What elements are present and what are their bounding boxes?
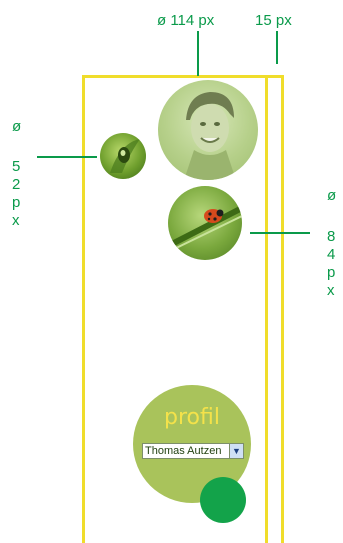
profile-select-value: Thomas Autzen [145, 445, 222, 457]
top-diameter-leader [197, 31, 199, 76]
top-diameter-annotation: ø 114 px [157, 12, 215, 29]
profile-title: profil [164, 405, 220, 430]
right-diameter-symbol: ø [327, 187, 337, 204]
left-diameter-symbol: ø [12, 118, 22, 135]
layout-guide-inner-line [265, 75, 268, 543]
profile-select[interactable]: Thomas Autzen ▼ [142, 443, 244, 459]
left-diameter-value: 52px [12, 158, 21, 229]
profile-portrait-image [158, 80, 258, 180]
profile-widget: profil Thomas Autzen ▼ [133, 385, 251, 503]
right-diameter-value: 84px [327, 228, 336, 299]
go-button[interactable] [200, 477, 246, 523]
left-diameter-leader [37, 156, 97, 158]
right-diameter-leader [250, 232, 310, 234]
layout-guide-frame [82, 75, 284, 543]
top-margin-leader [276, 31, 278, 64]
chevron-down-icon[interactable]: ▼ [229, 444, 243, 458]
ladybug-image [168, 186, 242, 260]
top-margin-annotation: 15 px [255, 12, 292, 29]
plant-thumbnail-image [100, 133, 146, 179]
